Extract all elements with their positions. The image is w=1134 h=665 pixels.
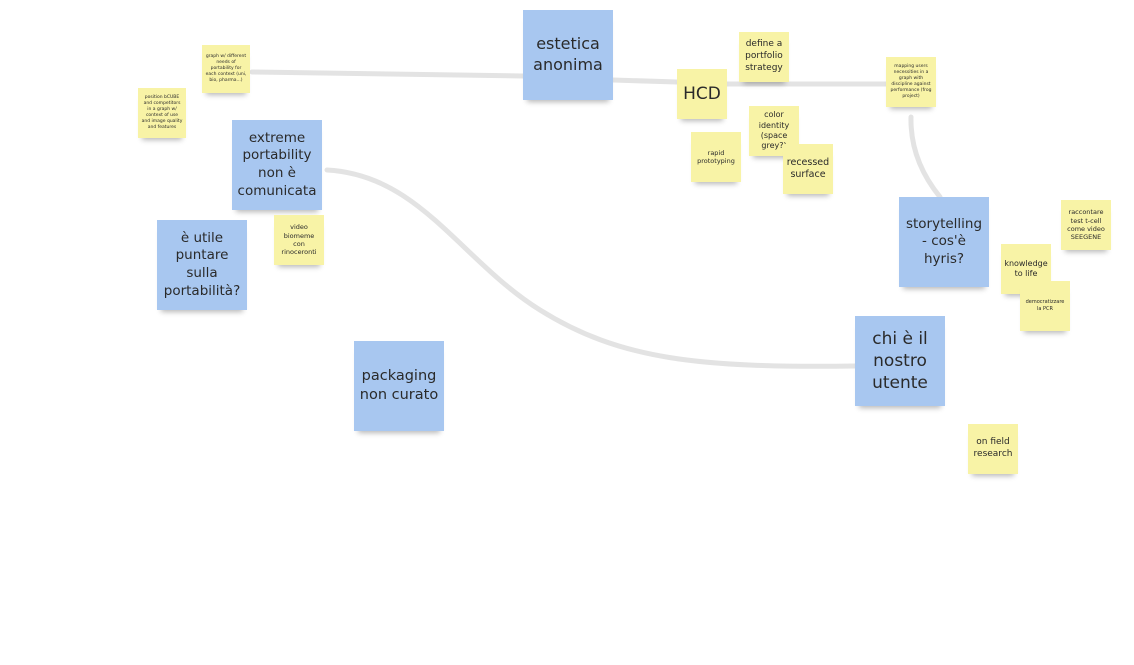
connector-line	[908, 114, 943, 200]
sticky-note[interactable]: chi è il nostro utente	[855, 316, 945, 406]
sticky-note[interactable]: position bCUBE and competitors in a grap…	[138, 88, 186, 138]
sticky-note[interactable]: HCD	[677, 69, 727, 119]
sticky-note[interactable]: recessed surface	[783, 144, 833, 194]
connector-line	[249, 69, 526, 79]
sticky-note[interactable]: democratizzare la PCR	[1020, 281, 1070, 331]
sticky-note[interactable]: define a portfolio strategy	[739, 32, 789, 82]
sticky-note[interactable]: on field research	[968, 424, 1018, 474]
connector-line	[324, 167, 858, 369]
connector-line	[610, 77, 680, 85]
sticky-note[interactable]: extreme portability non è comunicata	[232, 120, 322, 210]
sticky-note[interactable]: storytelling - cos'è hyris?	[899, 197, 989, 287]
sticky-note[interactable]: estetica anonima	[523, 10, 613, 100]
sticky-note[interactable]: rapid prototyping	[691, 132, 741, 182]
sticky-note[interactable]: raccontare test t-cell come video SEEGEN…	[1061, 200, 1111, 250]
sticky-note[interactable]: packaging non curato	[354, 341, 444, 431]
sticky-note[interactable]: è utile puntare sulla portabilità?	[157, 220, 247, 310]
sticky-note[interactable]: graph w/ different needs of portability …	[202, 45, 250, 93]
sticky-note[interactable]: video biomeme con rinoceronti	[274, 215, 324, 265]
sticky-note[interactable]: mapping users necessities in a graph wit…	[886, 57, 936, 107]
